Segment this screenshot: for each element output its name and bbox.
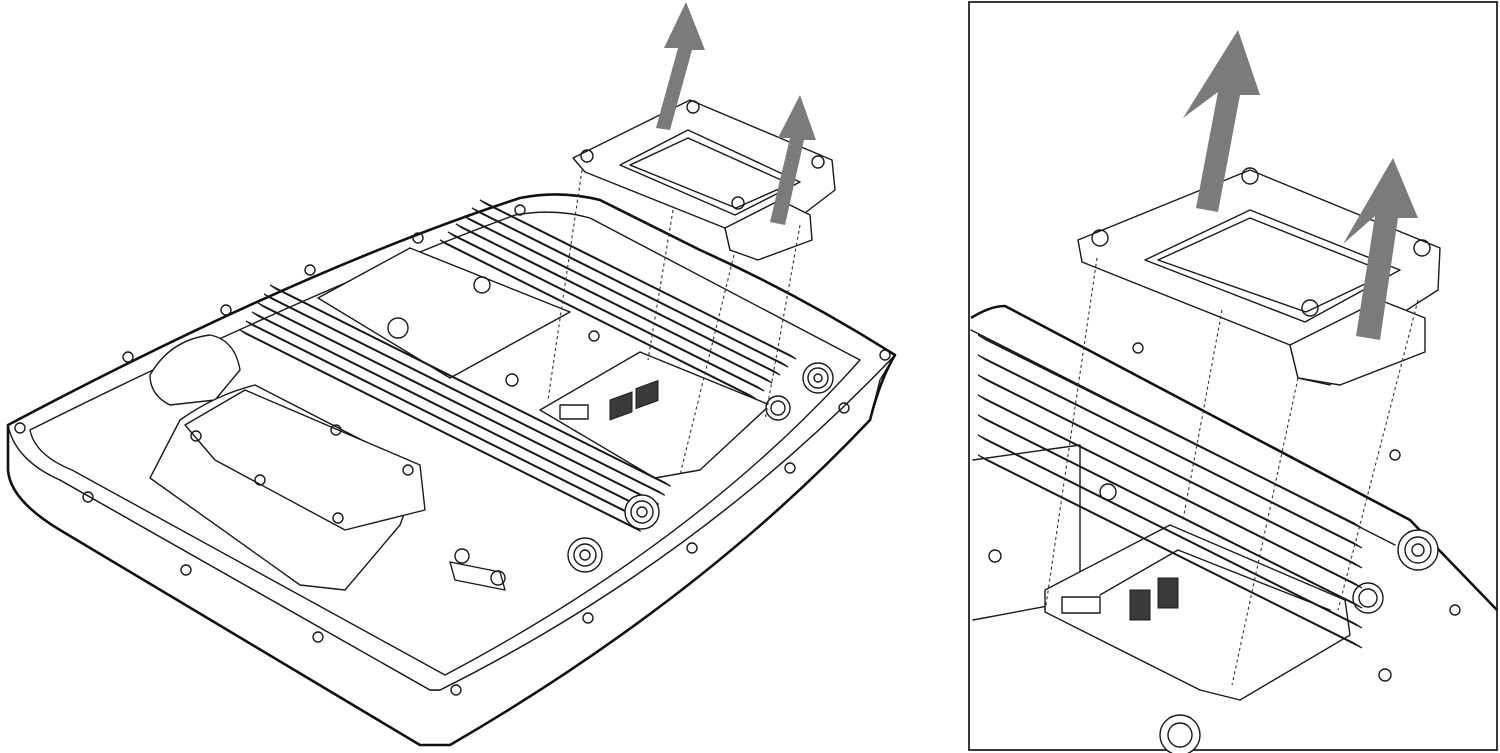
cooling-fins-top [439, 199, 797, 400]
screw-icon [1378, 668, 1392, 682]
ground-lug [449, 561, 506, 591]
screw-icon [1449, 604, 1461, 616]
screw-icon [784, 462, 796, 474]
n-type-connector-icon [765, 395, 791, 421]
cooling-fin [977, 354, 1363, 549]
cooling-fin [455, 223, 773, 384]
cooling-fin [977, 334, 1363, 529]
connectors [449, 362, 834, 591]
cooling-fin [257, 302, 660, 505]
lift-up-arrow-icon [656, 2, 705, 130]
screw-icon [582, 612, 594, 624]
mounting-bracket [572, 99, 836, 261]
screw-icon [1091, 229, 1109, 247]
lift-up-arrow-icon [1183, 30, 1260, 212]
n-type-connector-icon [624, 494, 660, 530]
screw-icon [514, 204, 526, 216]
cooling-fin [977, 454, 1363, 649]
screw-icon [838, 402, 850, 414]
cooling-fin [263, 293, 666, 496]
window-plug [387, 317, 409, 339]
cooling-fin [439, 239, 757, 400]
screw-icon [312, 631, 324, 643]
cooling-fins-detail [977, 334, 1363, 649]
cooling-fin [269, 284, 672, 487]
cover-plate [184, 389, 426, 531]
sensor-dome [149, 334, 241, 406]
screw-icon [580, 149, 594, 163]
screw-icon [402, 464, 414, 476]
alignment-lines [547, 169, 801, 476]
cooling-fin [977, 414, 1363, 609]
screw-icon [332, 512, 344, 524]
cooling-fin [977, 374, 1363, 569]
ethernet-port-icon [1157, 577, 1179, 609]
cooling-fin [977, 434, 1363, 629]
alignment-lines-detail [1044, 257, 1419, 686]
screw-icon [304, 264, 316, 276]
detail-housing [970, 304, 1498, 753]
screw-icon [14, 422, 26, 434]
detail-panel [968, 1, 1498, 753]
screw-icon [330, 424, 342, 436]
screw-icon [731, 196, 745, 210]
screw-icon [686, 542, 698, 554]
screw-icon [686, 100, 700, 114]
n-type-connector-icon [567, 537, 603, 573]
cooling-fin [463, 215, 781, 376]
screw-icon [220, 304, 232, 316]
screw-icon [450, 684, 462, 696]
n-type-connector-icon [1352, 582, 1384, 614]
screw-icon [1132, 342, 1144, 354]
cable-bay [539, 351, 771, 479]
cable-bay [1044, 524, 1351, 701]
lift-up-arrow-icon [770, 95, 816, 225]
bay-latch [559, 404, 589, 420]
cooling-fin [479, 199, 797, 360]
housing-outline [6, 193, 897, 747]
n-type-connector-icon [1159, 714, 1201, 753]
screw-icon [82, 491, 94, 503]
window-plug [473, 276, 491, 294]
cooling-fin [471, 207, 789, 368]
screw-icon [180, 564, 192, 576]
screw-icon [490, 570, 506, 586]
screw-icon [454, 548, 470, 564]
bay-latch [1061, 596, 1101, 614]
housing [6, 193, 897, 747]
window-plug [505, 373, 519, 387]
screw-icon [122, 351, 134, 363]
cooling-fin [239, 329, 642, 532]
screw-icon [254, 474, 266, 486]
screw-icon [190, 430, 202, 442]
n-type-connector-icon [802, 362, 834, 394]
window-plug [588, 330, 600, 342]
ethernet-port-icon [635, 379, 659, 410]
ethernet-port-icon [1129, 589, 1151, 621]
overview-panel [6, 2, 897, 747]
screw-icon [811, 155, 825, 169]
n-type-connector-icon [1397, 529, 1439, 571]
service-window [317, 247, 571, 379]
screw-icon [1301, 299, 1319, 317]
housing-inner-recess [29, 211, 861, 676]
screw-icon [1413, 239, 1431, 257]
screw-icon [1241, 167, 1259, 185]
screw-icon [879, 349, 891, 361]
ethernet-port-icon [609, 391, 633, 421]
cooling-fins-left [239, 284, 672, 532]
perimeter-screws [14, 204, 891, 696]
screw-icon [412, 232, 424, 244]
screw-icon [1389, 449, 1401, 461]
cooling-fin [447, 231, 765, 392]
cooling-fin [977, 394, 1363, 589]
screw-icon [988, 549, 1002, 563]
lift-up-arrow-icon [1343, 158, 1418, 340]
